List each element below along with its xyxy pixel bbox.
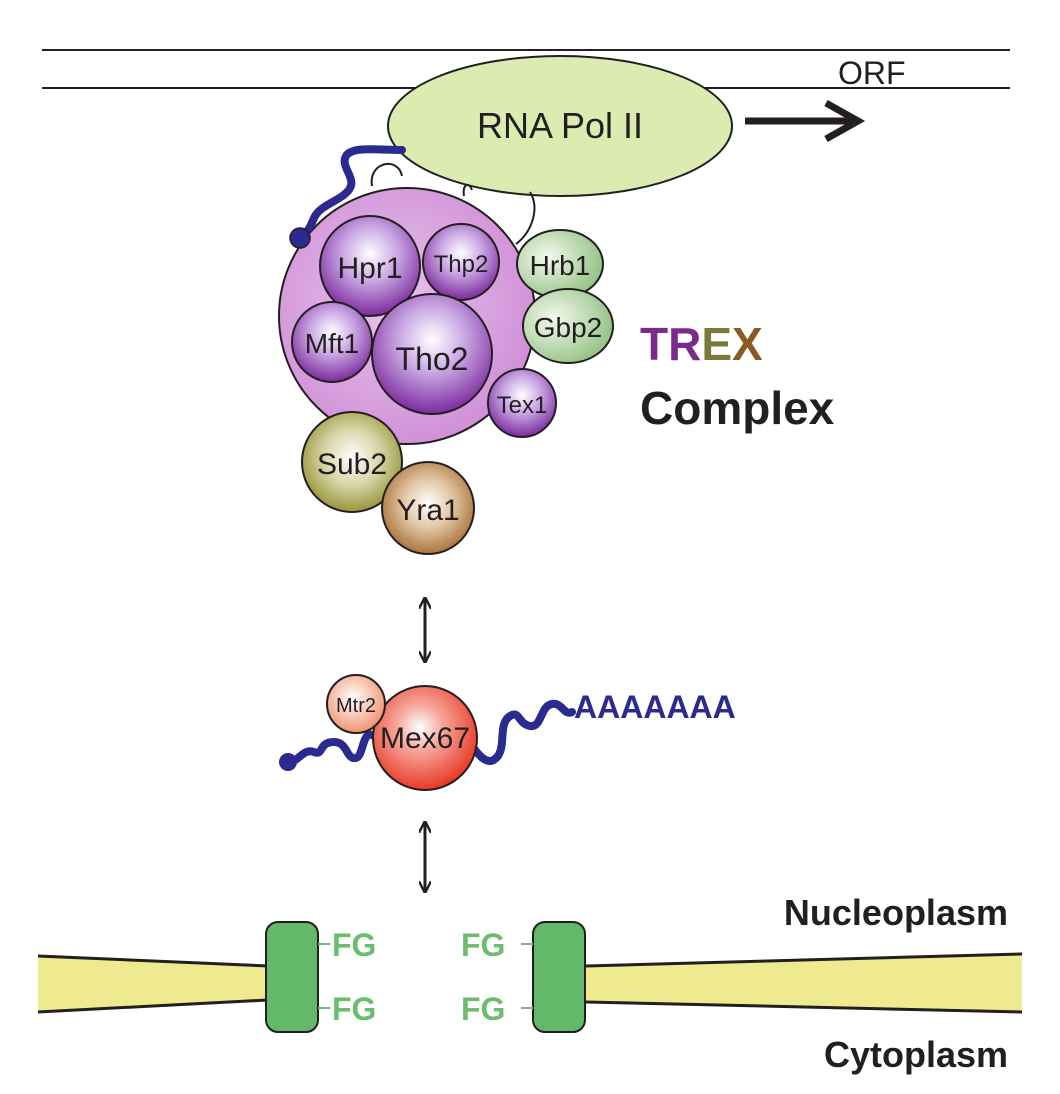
tether-right xyxy=(515,191,536,245)
fg-left-top: FG xyxy=(332,927,376,963)
tex1-label: Tex1 xyxy=(497,392,548,419)
poly-a-tail: AAAAAAA xyxy=(574,689,736,725)
mft1-label: Mft1 xyxy=(305,328,359,359)
mtr2-label: Mtr2 xyxy=(336,695,376,717)
yra1-label: Yra1 xyxy=(396,494,459,527)
mtr2-protein xyxy=(326,674,386,734)
thp2-protein: Thp2 xyxy=(422,223,500,301)
gbp2-protein: Gbp2 xyxy=(522,288,614,364)
nuclear-envelope-left xyxy=(38,956,268,1012)
tho2-label: Tho2 xyxy=(396,341,469,377)
transcription-direction-arrow xyxy=(745,99,866,143)
trex-letter-e: E xyxy=(701,318,732,370)
trex-letter-x: X xyxy=(732,318,763,370)
fg-repeats: FG FG FG FG xyxy=(318,927,533,1027)
mex67-protein xyxy=(372,685,478,791)
tether-left xyxy=(370,163,403,187)
mrna-3prime-segment xyxy=(468,699,576,765)
nuclear-envelope-right xyxy=(586,954,1022,1012)
tether-center xyxy=(462,183,473,197)
rna-pol-ii: RNA Pol II xyxy=(387,55,733,197)
orf-label: ORF xyxy=(838,55,906,91)
mex67-label: Mex67 xyxy=(380,722,470,755)
trex-letter-t: T xyxy=(640,318,668,370)
fg-right-bottom: FG xyxy=(461,991,505,1027)
sub2-protein: Sub2 xyxy=(301,411,403,513)
nascent-mrna xyxy=(289,145,406,249)
hpr1-protein: Hpr1 xyxy=(319,215,421,317)
hrb1-label: Hrb1 xyxy=(530,250,591,281)
nuclear-pore-left xyxy=(265,921,319,1033)
mft1-protein: Mft1 xyxy=(291,301,373,383)
cytoplasm-label: Cytoplasm xyxy=(824,1034,1008,1075)
mrna-cap-icon xyxy=(279,753,297,771)
tex1-protein: Tex1 xyxy=(487,368,557,438)
rna-pol-ii-label: RNA Pol II xyxy=(477,105,643,146)
thp2-label: Thp2 xyxy=(434,251,489,278)
hrb1-protein: Hrb1 xyxy=(516,229,604,299)
fg-left-bottom: FG xyxy=(332,991,376,1027)
yra1-protein: Yra1 xyxy=(381,461,475,555)
mrna-5prime-segment xyxy=(286,730,390,766)
hpr1-label: Hpr1 xyxy=(337,252,402,285)
gbp2-label: Gbp2 xyxy=(534,312,603,343)
complex-title: Complex xyxy=(640,382,835,434)
nucleoplasm-label: Nucleoplasm xyxy=(784,892,1008,933)
mrna-cap-icon xyxy=(289,227,311,249)
mrna-export-mrnp: Mex67 Mtr2 AAAAAAA xyxy=(279,674,736,791)
tho2-protein: Tho2 xyxy=(371,293,493,415)
trex-letter-r: R xyxy=(668,318,701,370)
fg-right-top: FG xyxy=(461,927,505,963)
nuclear-pore-right xyxy=(532,921,586,1033)
sub2-label: Sub2 xyxy=(317,448,387,481)
trex-title: TREX xyxy=(640,318,763,370)
